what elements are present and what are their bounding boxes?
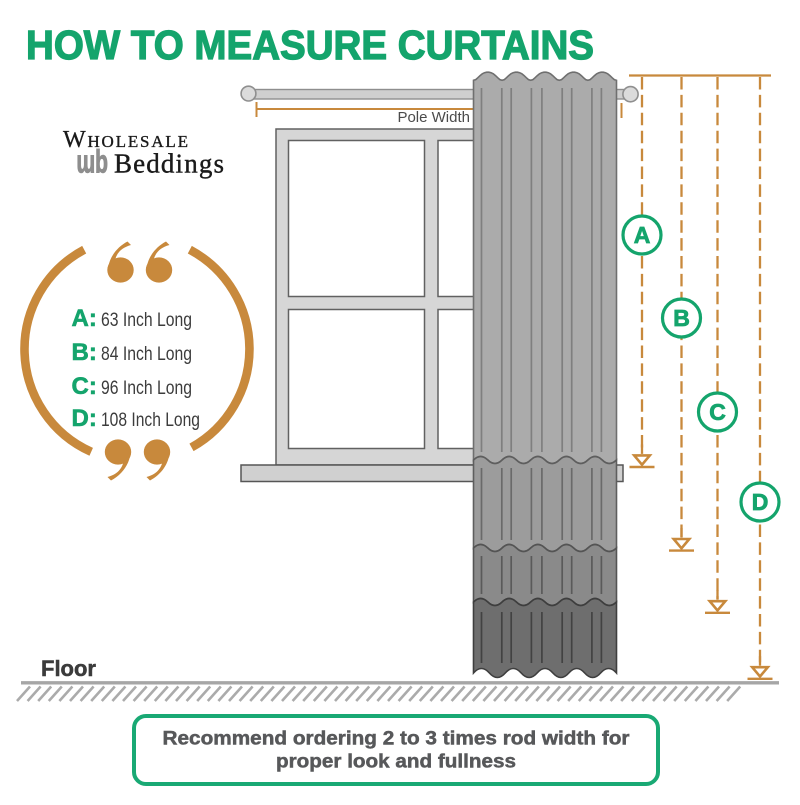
svg-text:84 Inch Long: 84 Inch Long <box>101 344 192 365</box>
svg-text:Recommend ordering 2 to 3 time: Recommend ordering 2 to 3 times rod widt… <box>163 729 631 750</box>
svg-text:108 Inch Long: 108 Inch Long <box>101 410 200 431</box>
svg-text:HOW TO MEASURE CURTAINS: HOW TO MEASURE CURTAINS <box>26 22 594 68</box>
svg-text:D: D <box>752 489 769 515</box>
svg-text:D:: D: <box>72 405 97 432</box>
svg-text:96 Inch Long: 96 Inch Long <box>101 378 192 399</box>
svg-text:63 Inch Long: 63 Inch Long <box>101 310 192 331</box>
svg-text:C: C <box>709 399 726 425</box>
svg-text:Beddings: Beddings <box>114 149 224 179</box>
svg-text:B: B <box>673 305 690 331</box>
svg-text:Wholesale: Wholesale <box>63 127 188 153</box>
svg-text:C:: C: <box>72 373 97 400</box>
svg-text:B:: B: <box>72 339 97 366</box>
svg-text:A: A <box>634 222 651 248</box>
svg-text:Floor: Floor <box>41 656 96 681</box>
svg-text:ɯb: ɯb <box>77 144 109 180</box>
svg-text:A:: A: <box>72 305 97 332</box>
svg-text:Pole Width: Pole Width <box>397 109 470 126</box>
svg-text:proper look and fullness: proper look and fullness <box>276 752 516 773</box>
